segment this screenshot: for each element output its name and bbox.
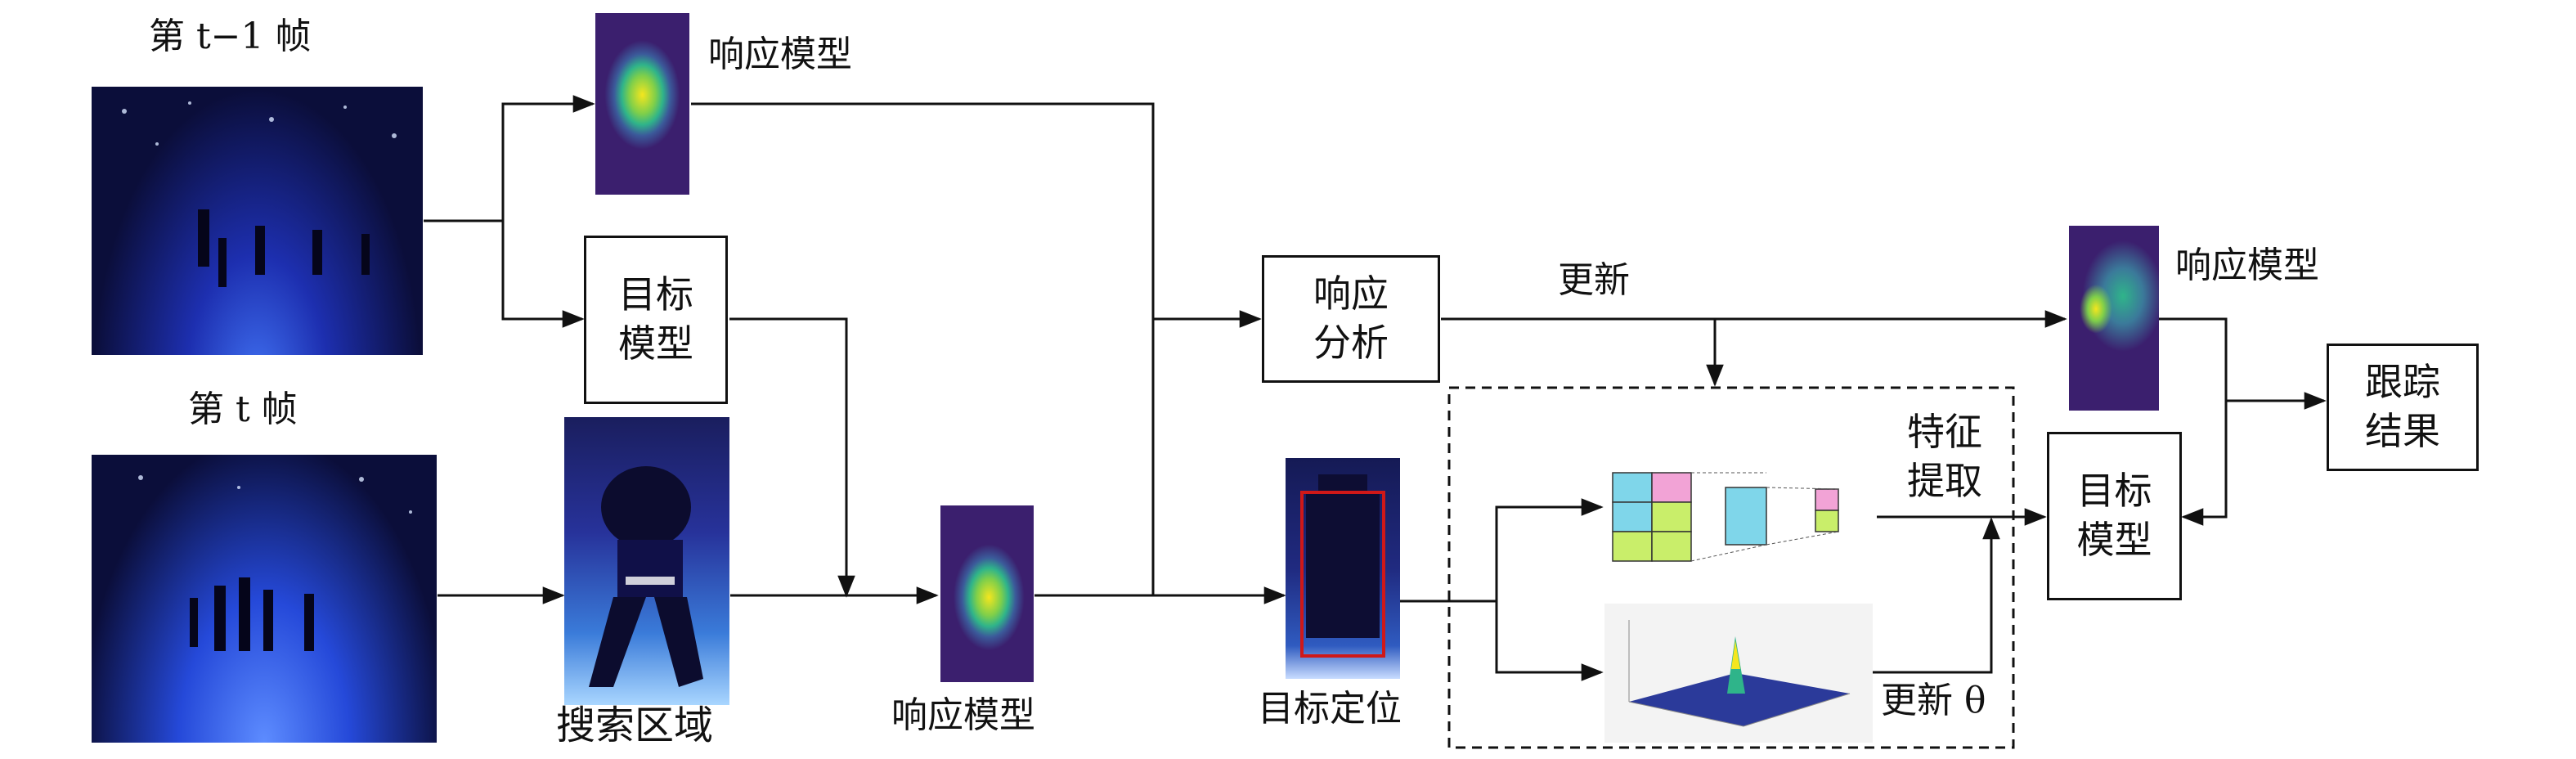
feature-extraction-line1: 特征 xyxy=(1907,410,1982,455)
response-heatmap-right xyxy=(2069,226,2159,411)
target-model-left-line1: 目标 xyxy=(618,272,693,317)
frame-prev-label: 第 t−1 帧 xyxy=(149,16,312,57)
update-theta-label: 更新 θ xyxy=(1881,680,1986,721)
target-localization-label: 目标定位 xyxy=(1258,688,1402,730)
response-model-right-label: 响应模型 xyxy=(2175,245,2319,286)
bbox-rect xyxy=(1300,491,1385,658)
search-region-label: 搜索区域 xyxy=(556,703,714,748)
response-analysis-line2: 分析 xyxy=(1313,321,1389,365)
tracking-result-box: 跟踪 结果 xyxy=(2327,344,2479,471)
frame-cur-label: 第 t 帧 xyxy=(188,388,298,430)
tracking-result-line2: 结果 xyxy=(2365,409,2440,453)
response-model-top-label: 响应模型 xyxy=(708,34,852,75)
frame-cur-image xyxy=(92,455,437,743)
search-region-image xyxy=(564,417,729,705)
feature-extraction-box: 特征 提取 xyxy=(1879,399,2010,515)
response-analysis-box: 响应 分析 xyxy=(1262,255,1440,383)
target-model-right-line1: 目标 xyxy=(2076,469,2152,514)
target-model-box-right: 目标 模型 xyxy=(2047,432,2182,600)
target-model-right-line2: 模型 xyxy=(2076,518,2152,562)
tracking-result-line1: 跟踪 xyxy=(2365,360,2440,405)
target-model-box-left: 目标 模型 xyxy=(584,236,728,404)
update-region-dashed-box xyxy=(1447,386,2015,749)
feature-cube-diagram xyxy=(1612,472,1839,562)
response-heatmap-top xyxy=(595,13,689,195)
surface-plot-image xyxy=(1604,604,1873,743)
response-heatmap-bottom xyxy=(940,505,1034,682)
response-model-bottom-label: 响应模型 xyxy=(891,694,1035,736)
update-label: 更新 xyxy=(1558,259,1630,301)
target-model-left-line2: 模型 xyxy=(618,321,693,366)
feature-extraction-line2: 提取 xyxy=(1907,459,1982,503)
frame-prev-image xyxy=(92,87,423,355)
response-analysis-line1: 响应 xyxy=(1313,272,1389,317)
target-localization-image xyxy=(1286,458,1400,679)
